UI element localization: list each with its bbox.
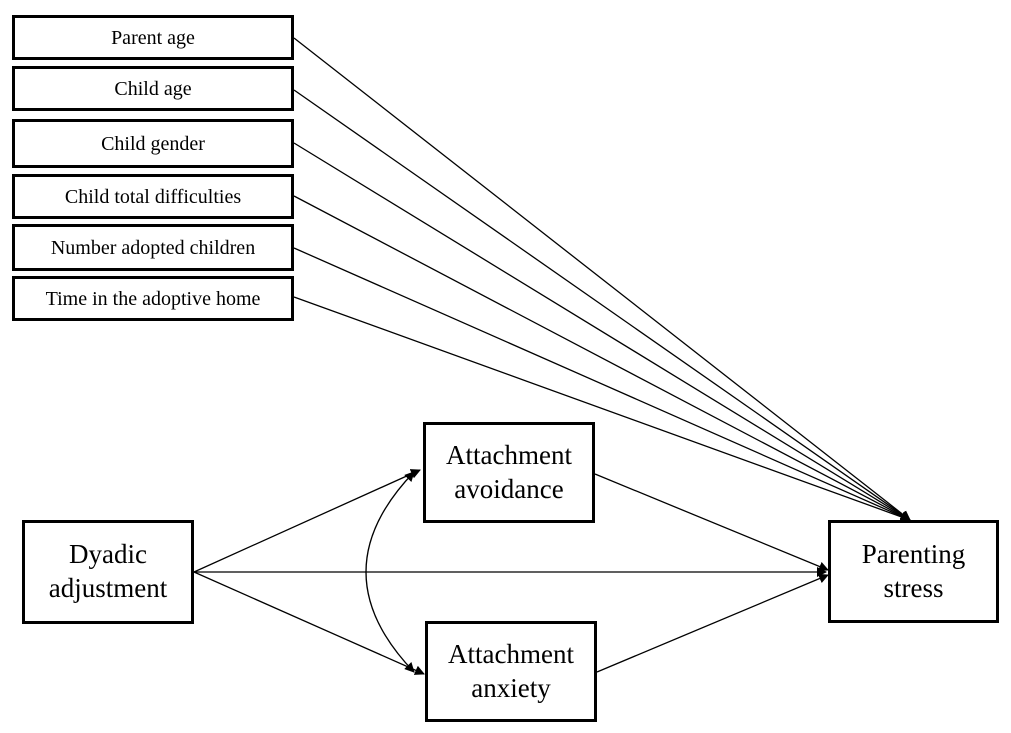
path-child-gender-to-stress <box>293 142 911 521</box>
path-number-adopted-to-stress <box>293 247 911 521</box>
path-child-age-to-stress <box>293 89 911 521</box>
covariate-box-number-adopted: Number adopted children <box>12 224 294 271</box>
path-time-in-home-to-stress <box>293 296 911 522</box>
covariate-label: Child age <box>114 77 192 100</box>
path-anxiety-to-stress <box>596 573 829 673</box>
covariate-label: Child gender <box>101 132 205 155</box>
node-label-line1: Dyadic <box>69 539 147 570</box>
path-parent-age-to-stress <box>293 37 911 521</box>
path-avoidance-to-stress <box>594 473 829 572</box>
covariate-box-parent-age: Parent age <box>12 15 294 60</box>
path-dyadic-to-anxiety <box>193 571 425 675</box>
node-label-line2: stress <box>883 572 944 603</box>
covariate-box-time-in-home: Time in the adoptive home <box>12 276 294 321</box>
covariate-label: Parent age <box>111 26 195 49</box>
node-label-line2: anxiety <box>471 672 551 703</box>
covariate-box-child-difficulties: Child total difficulties <box>12 174 294 219</box>
covariate-box-child-gender: Child gender <box>12 119 294 168</box>
covariate-label: Number adopted children <box>50 236 256 259</box>
covariate-label: Child total difficulties <box>64 185 242 208</box>
node-label-line2: avoidance <box>454 473 564 504</box>
path-child-difficulties-to-stress <box>293 195 911 521</box>
node-dyadic-adjustment: Dyadic adjustment <box>22 520 194 624</box>
node-label-line1: Attachment <box>446 439 572 470</box>
node-label-line1: Parenting <box>861 538 966 569</box>
covariate-label: Time in the adoptive home <box>45 287 261 310</box>
covariate-box-child-age: Child age <box>12 66 294 111</box>
node-label-line2: adjustment <box>48 573 168 603</box>
covariance-avoidance-anxiety <box>365 471 415 673</box>
path-dyadic-to-avoidance <box>193 469 421 573</box>
node-attachment-avoidance: Attachment avoidance <box>423 422 595 523</box>
node-parenting-stress: Parenting stress <box>828 520 999 623</box>
node-attachment-anxiety: Attachment anxiety <box>425 621 597 722</box>
node-label-line1: Attachment <box>448 638 574 669</box>
